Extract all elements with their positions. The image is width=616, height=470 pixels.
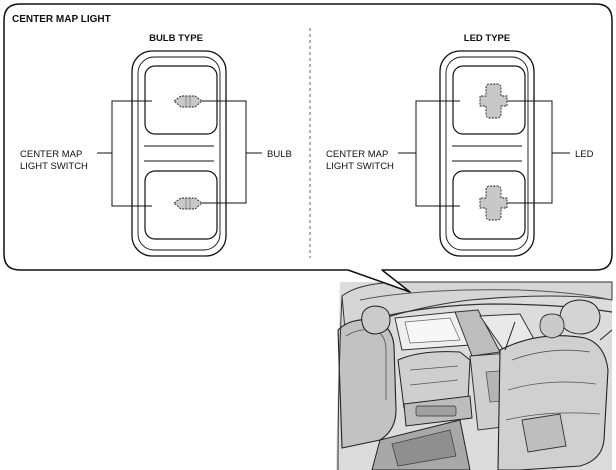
bulb-type-panel: BULB TYPE — [20, 33, 292, 257]
bulb-switch-leader — [97, 100, 152, 207]
bulb-switch-label-line2: LIGHT SWITCH — [20, 161, 88, 172]
bulb-type-heading: BULB TYPE — [149, 33, 203, 44]
bulb-lamp-leader — [202, 100, 262, 204]
led-lower-icon — [479, 185, 508, 221]
diagram-title: CENTER MAP LIGHT — [12, 14, 111, 25]
led-type-heading: LED TYPE — [464, 33, 510, 44]
led-lamp-label: LED — [575, 149, 594, 160]
bulb-lower-icon — [173, 197, 203, 210]
led-switch-label-line1: CENTER MAP — [326, 149, 388, 160]
bulb-switch-label-line1: CENTER MAP — [20, 149, 82, 160]
led-upper-icon — [479, 83, 508, 119]
vehicle-interior-illustration — [336, 281, 613, 470]
led-lamp-leader — [507, 100, 570, 204]
bulb-upper-icon — [173, 95, 203, 108]
bulb-lamp-label: BULB — [267, 149, 292, 160]
led-switch-label-line2: LIGHT SWITCH — [326, 161, 394, 172]
led-switch-leader — [398, 100, 460, 207]
led-type-panel: LED TYPE CENTER MAP LIGHT SWITCH — [326, 33, 594, 257]
